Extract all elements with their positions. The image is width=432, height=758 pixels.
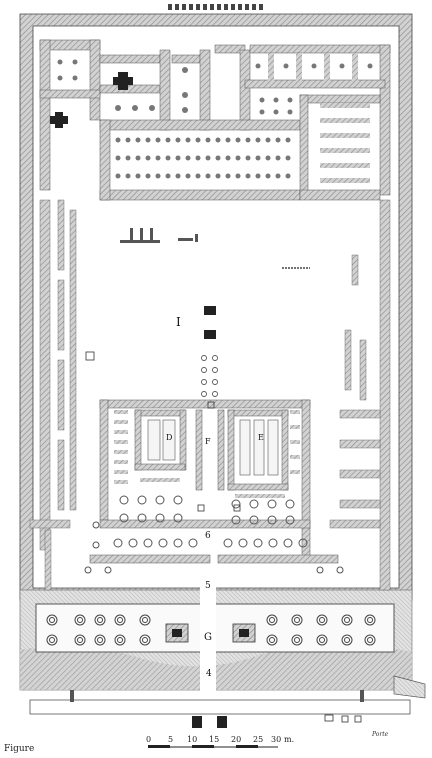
altar-block-1	[204, 306, 216, 315]
scale-unit: m.	[284, 735, 294, 744]
kiosk-bases	[165, 623, 256, 643]
scale-tick-20: 20	[231, 735, 241, 744]
label-D: D	[166, 433, 172, 442]
label-E: E	[258, 433, 264, 442]
altar-block-2	[204, 330, 216, 339]
scale-tick-10: 10	[187, 735, 197, 744]
label-G: G	[204, 632, 212, 643]
west-chapel-mark	[50, 112, 68, 128]
forecourt-columns	[46, 614, 376, 646]
north-rooms	[39, 39, 391, 201]
small-squares	[85, 351, 362, 723]
scale-tick-15: 15	[209, 735, 219, 744]
scale-tick-5: 5	[168, 735, 173, 744]
engraver-signature: Porte	[372, 731, 389, 738]
north-cells	[268, 53, 370, 183]
scale-tick-0: 0	[146, 735, 151, 744]
label-six: 6	[205, 531, 211, 541]
scale-bar: 0 5 10 15 20 25 30 m.	[146, 735, 294, 748]
scale-tick-30: 30	[271, 735, 281, 744]
label-I: I	[176, 315, 181, 329]
south-colonnade	[84, 495, 344, 574]
inner-cells	[147, 419, 279, 476]
west-corridor	[29, 199, 77, 591]
north-hypostyle-columns	[57, 59, 373, 179]
north-chapel-mark	[113, 72, 133, 90]
label-five: 5	[205, 581, 211, 591]
pylon-band	[19, 565, 413, 715]
court-fragments	[120, 228, 198, 243]
figure-caption: Figure	[4, 744, 35, 754]
label-F: F	[205, 437, 211, 446]
label-four: 4	[206, 669, 212, 679]
gate-left	[192, 716, 202, 728]
side-projection	[393, 675, 426, 699]
east-fragments	[329, 199, 391, 591]
scale-tick-25: 25	[253, 735, 263, 744]
court-column-row	[201, 355, 218, 397]
top-crenellation	[168, 4, 263, 10]
pillar-rows	[114, 410, 300, 498]
gate-right	[217, 716, 227, 728]
central-temple	[89, 399, 339, 564]
